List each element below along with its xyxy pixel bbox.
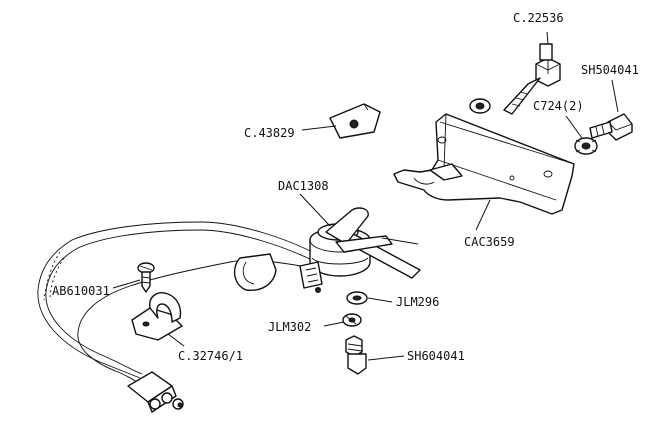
leader-lines: [112, 31, 619, 361]
label-ab610031: AB610031: [52, 284, 110, 298]
washer-jlm296: [346, 291, 368, 305]
label-c22536: C.22536: [513, 11, 564, 25]
washer-c724: [574, 137, 598, 155]
clip-c43829: [329, 103, 381, 139]
part-labels: C.22536 SH504041 C724(2) C.43829 DAC1308…: [52, 11, 639, 363]
washer-jlm302: [342, 313, 362, 327]
label-jlm302: JLM302: [268, 320, 311, 334]
washer-c22536: [469, 98, 491, 114]
screw-sh504041: [589, 113, 633, 141]
mounting-bracket: [393, 113, 575, 215]
switch-body: [233, 207, 421, 293]
harness-connector: [127, 371, 184, 413]
label-c724: C724(2): [533, 99, 584, 113]
label-dac1308: DAC1308: [278, 179, 329, 193]
screw-ab610031: [137, 262, 155, 293]
label-sh604041: SH604041: [407, 349, 465, 363]
p-clip-c32746: [131, 292, 183, 341]
label-jlm296: JLM296: [396, 295, 439, 309]
bolt-sh604041: [345, 335, 367, 375]
adjuster-screw-c22536: [503, 43, 561, 115]
label-c43829: C.43829: [244, 126, 295, 140]
label-c32746: C.32746/1: [178, 349, 243, 363]
label-cac3659: CAC3659: [464, 235, 515, 249]
label-sh504041: SH504041: [581, 63, 639, 77]
